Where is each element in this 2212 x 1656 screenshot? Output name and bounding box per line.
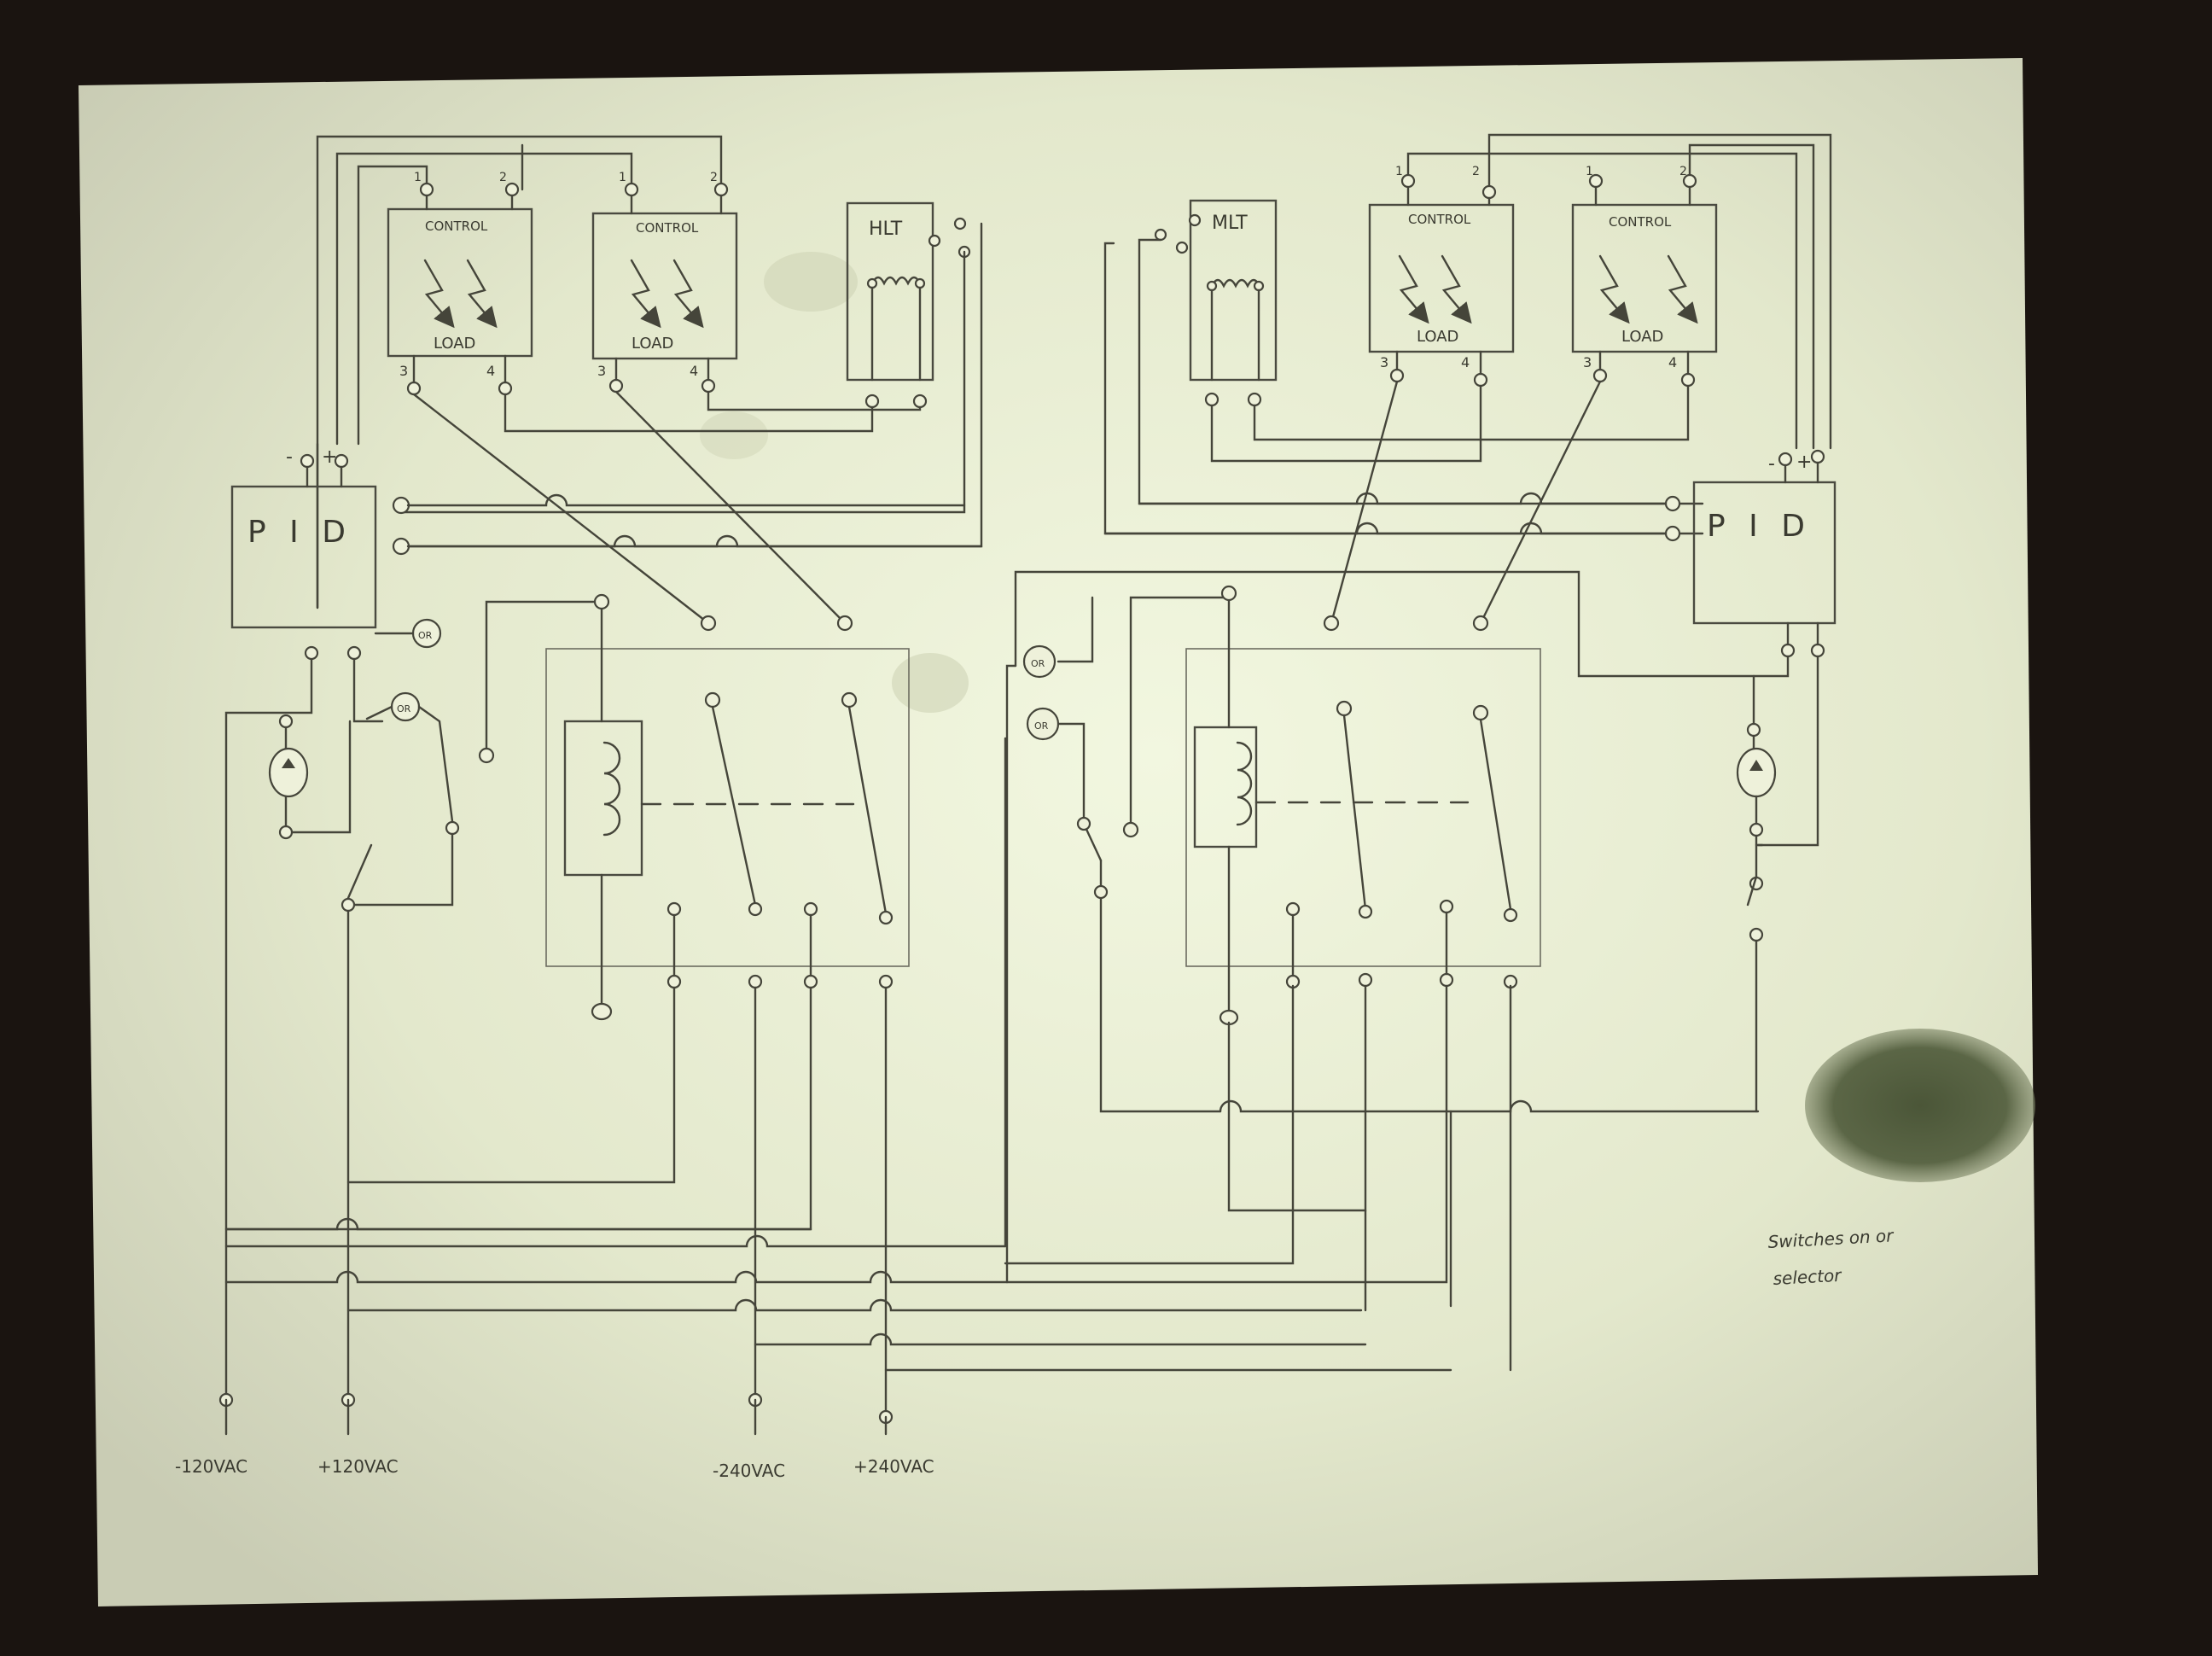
faint-stain: [700, 411, 768, 459]
supply-verticals: [224, 1398, 888, 1436]
hlt-label: HLT: [869, 219, 903, 240]
left-top-buses: [316, 135, 723, 609]
pos-240vac-label: +240VAC: [853, 1456, 934, 1477]
right-pump-circuit: [1736, 674, 1777, 1113]
right-contactor: [1122, 585, 1541, 1026]
faint-stain: [892, 653, 969, 713]
bottom-bus-lines: [224, 664, 1452, 1425]
left-ssr1-t4: 4: [486, 363, 495, 379]
right-ssr-2: CONTROL LOAD 1 2 3 4: [1571, 165, 1718, 388]
left-ssr2-t2: 2: [710, 171, 718, 184]
left-ssr2-t4: 4: [690, 363, 698, 379]
left-ssr2-load-label: LOAD: [632, 335, 673, 353]
pos-120vac-label: +120VAC: [317, 1456, 399, 1477]
right-ssr1-load-label: LOAD: [1417, 328, 1458, 346]
svg-text:OR: OR: [418, 630, 433, 641]
right-ssr1-t3: 3: [1380, 354, 1388, 370]
left-pid-controller: P I D - +: [230, 446, 377, 629]
coffee-stain: [1805, 1029, 2035, 1182]
right-ssr2-load-label: LOAD: [1621, 328, 1663, 346]
right-pid-label: P I D: [1707, 509, 1812, 544]
svg-text:OR: OR: [397, 703, 411, 714]
right-ssr2-t3: 3: [1583, 354, 1592, 370]
left-pid-label: P I D: [247, 515, 352, 550]
right-ssr1-t2: 2: [1472, 165, 1480, 178]
left-ssr1-t3: 3: [399, 363, 408, 379]
left-ssr2-t1: 1: [619, 171, 626, 184]
left-ssr1-control-label: CONTROL: [425, 219, 488, 234]
left-ssr-2: CONTROL LOAD 1 2 3 4: [591, 171, 738, 394]
neg-120vac-label: -120VAC: [175, 1456, 247, 1477]
right-ssr-1: CONTROL LOAD 1 2 3 4: [1368, 165, 1515, 388]
left-load-wiring: [412, 390, 922, 625]
note-line-2: selector: [1773, 1265, 1843, 1289]
left-ssr1-t1: 1: [414, 171, 422, 184]
right-pid-minus: -: [1768, 453, 1775, 475]
right-ssr1-t4: 4: [1461, 354, 1470, 370]
svg-text:OR: OR: [1031, 658, 1045, 669]
left-ssr2-t3: 3: [597, 363, 606, 379]
paper-sheet: [79, 58, 2038, 1606]
faint-stain: [764, 252, 858, 312]
right-ssr2-control-label: CONTROL: [1609, 214, 1672, 230]
mlt-label: MLT: [1212, 213, 1248, 234]
left-pid-minus: -: [286, 446, 293, 468]
left-pid-plus: +: [322, 446, 337, 468]
right-ssr2-t1: 1: [1586, 165, 1593, 178]
right-lower-wiring: OR OR: [1004, 596, 1760, 1372]
right-pid-controller: P I D - +: [1014, 449, 1837, 847]
right-top-buses: [1406, 133, 1832, 450]
left-ssr1-load-label: LOAD: [434, 335, 475, 353]
right-ssr1-control-label: CONTROL: [1408, 212, 1471, 227]
left-ssr1-t2: 2: [499, 171, 507, 184]
left-pid-outputs: [392, 493, 983, 556]
right-pid-plus: +: [1796, 452, 1812, 473]
right-ssr1-t1: 1: [1395, 165, 1403, 178]
left-ssr2-control-label: CONTROL: [636, 220, 699, 236]
svg-text:OR: OR: [1034, 720, 1049, 732]
right-ssr2-t4: 4: [1668, 354, 1677, 370]
neg-240vac-label: -240VAC: [713, 1461, 785, 1481]
right-ssr2-t2: 2: [1679, 165, 1687, 178]
